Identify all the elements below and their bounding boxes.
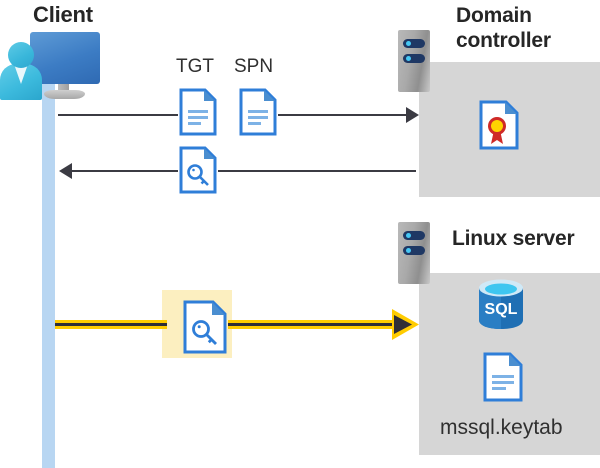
monitor-neck-icon — [58, 84, 69, 94]
person-collar-icon — [14, 64, 28, 84]
ticket-key-document-icon — [178, 146, 218, 194]
certificate-document-icon — [478, 100, 520, 150]
domain-controller-title: Domain controller — [456, 4, 551, 52]
linux-server-title: Linux server — [452, 227, 575, 250]
keytab-document-icon — [482, 352, 524, 402]
response-arrowhead-icon — [59, 163, 72, 179]
request-line-left — [58, 114, 178, 116]
rack-bay-icon — [403, 39, 425, 48]
request-arrowhead-icon — [406, 107, 419, 123]
monitor-base-icon — [44, 90, 85, 99]
rack-bay-icon — [403, 246, 425, 255]
client-computer-icon — [0, 0, 110, 105]
ticket-flow-line-right — [228, 320, 404, 329]
service-ticket-key-document-icon — [182, 300, 228, 354]
client-title: Client — [33, 2, 93, 27]
request-line-right — [278, 114, 408, 116]
rack-bay-icon — [403, 54, 425, 63]
monitor-screen-icon — [30, 32, 100, 84]
tgt-label: TGT — [176, 56, 214, 77]
ticket-flow-line-left — [55, 320, 167, 329]
svg-text:SQL: SQL — [485, 301, 518, 318]
rack-bay-icon — [403, 231, 425, 240]
keytab-filename-label: mssql.keytab — [440, 416, 563, 439]
spn-label: SPN — [234, 56, 274, 77]
sql-database-icon: SQL — [476, 278, 526, 330]
person-head-icon — [8, 42, 34, 68]
client-lifeline — [42, 83, 55, 468]
domain-controller-server-rack-icon — [398, 30, 430, 92]
spn-document-icon — [238, 88, 278, 136]
response-line-left — [72, 170, 178, 172]
tgt-document-icon — [178, 88, 218, 136]
response-line-right — [218, 170, 416, 172]
ticket-flow-arrowhead-icon — [390, 307, 420, 342]
linux-server-rack-icon — [398, 222, 430, 284]
